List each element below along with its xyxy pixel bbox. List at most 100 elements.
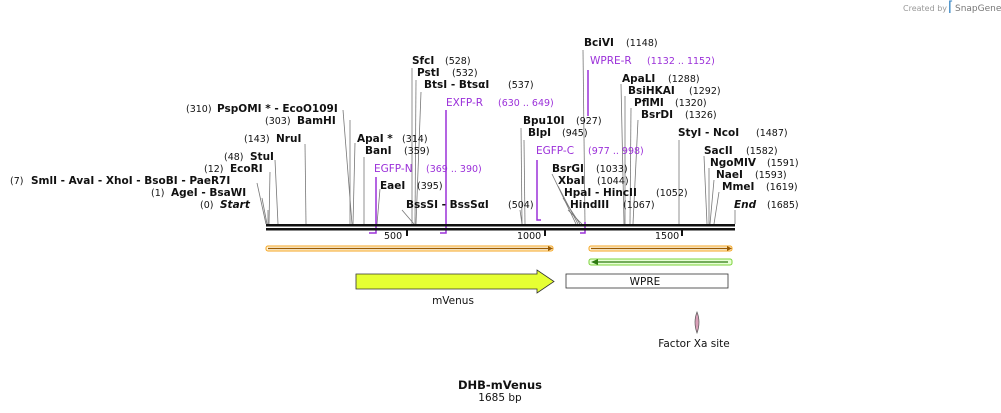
feature-label-wpre: WPRE <box>630 276 661 288</box>
sequence-start[interactable]: Start <box>220 199 251 211</box>
feature-label-factor-xa: Factor Xa site <box>658 338 729 350</box>
site-nrui-pos: (143) <box>244 134 270 145</box>
feature-factor-xa[interactable]: Factor Xa site <box>658 311 730 350</box>
site-eaei-pos: (395) <box>417 181 443 192</box>
site-bsrdi-pos: (1326) <box>685 110 717 121</box>
site-bsrgi-pos: (1033) <box>596 164 628 175</box>
site-psti[interactable]: PstI <box>417 67 440 79</box>
site-apai-pos: (314) <box>402 134 428 145</box>
site-smli-group[interactable]: SmlI - AvaI - XhoI - BsoBI - PaeR7I <box>31 175 230 187</box>
site-pspomi-pos: (310) <box>186 104 212 115</box>
sequence-backbone <box>266 224 735 231</box>
site-agei-bsawi[interactable]: AgeI - BsaWI <box>171 187 246 199</box>
site-sfci-pos: (528) <box>445 56 471 67</box>
orange-feature-tracks <box>265 245 733 252</box>
site-bpu10i-pos: (927) <box>576 116 602 127</box>
feature-mvenus[interactable]: mVenus <box>355 269 555 307</box>
sequence-end-pos: (1685) <box>767 200 799 211</box>
site-bsrdi[interactable]: BsrDI <box>641 109 673 121</box>
site-apai[interactable]: ApaI * <box>357 133 393 145</box>
site-stui-pos: (48) <box>224 152 244 163</box>
site-btsi-btsai-pos: (537) <box>508 80 534 91</box>
site-hpai-hincii[interactable]: HpaI - HincII <box>564 187 637 199</box>
site-pspomi-ecoo109i[interactable]: PspOMI * - EcoO109I <box>217 103 338 115</box>
site-bsihkai-pos: (1292) <box>689 86 721 97</box>
site-apali-pos: (1288) <box>668 74 700 85</box>
site-xbai-pos: (1044) <box>597 176 629 187</box>
site-psti-pos: (532) <box>452 68 478 79</box>
site-mmei[interactable]: MmeI <box>722 181 754 193</box>
site-apali[interactable]: ApaLI <box>622 73 655 85</box>
site-bani[interactable]: BanI <box>365 145 391 157</box>
site-bcivi[interactable]: BciVI <box>584 37 614 49</box>
credit-prefix: Created by <box>903 4 947 13</box>
primer-egfp-c[interactable]: EGFP-C <box>536 145 574 157</box>
site-btsi-btsai[interactable]: BtsI - BtsαI <box>424 79 489 91</box>
site-sacii-pos: (1582) <box>746 146 778 157</box>
primer-egfp-n[interactable]: EGFP-N <box>374 163 413 175</box>
primer-egfp-c-marker <box>536 160 541 221</box>
primer-exfp-r[interactable]: EXFP-R <box>446 97 483 109</box>
site-bamhi[interactable]: BamHI <box>297 115 336 127</box>
site-sacii[interactable]: SacII <box>704 145 733 157</box>
sequence-start-pos: (0) <box>200 200 213 211</box>
site-ecori[interactable]: EcoRI <box>230 163 263 175</box>
green-reverse-track <box>588 258 733 266</box>
site-bsssi-bsssai[interactable]: BssSI - BssSαI <box>406 199 489 211</box>
primer-wpre-r-pos: (1132 .. 1152) <box>647 56 715 67</box>
site-hindiii[interactable]: HindIII <box>570 199 609 211</box>
ruler-label-1500: 1500 <box>655 231 679 242</box>
site-stui[interactable]: StuI <box>250 151 274 163</box>
mvenus-arrow <box>355 269 555 294</box>
site-bani-pos: (359) <box>404 146 430 157</box>
primer-exfp-r-marker <box>440 110 447 234</box>
ruler-tick-1500 <box>681 230 683 236</box>
site-pflmi-pos: (1320) <box>675 98 707 109</box>
site-bamhi-pos: (303) <box>265 116 291 127</box>
ruler-label-1000: 1000 <box>517 231 541 242</box>
snapgene-logo-icon: ⌈ <box>948 0 953 15</box>
site-smli-pos: (7) <box>10 176 23 187</box>
site-ngomiv-pos: (1591) <box>767 158 799 169</box>
plasmid-length: 1685 bp <box>478 392 522 404</box>
site-leader-lines <box>256 49 736 225</box>
site-ngomiv[interactable]: NgoMIV <box>710 157 757 169</box>
site-blpi[interactable]: BlpI <box>528 127 551 139</box>
site-labels: BciVI (1148) WPRE-R (1132 .. 1152) SfcI … <box>10 37 799 211</box>
primer-wpre-r-tail <box>580 222 586 234</box>
site-bcivi-pos: (1148) <box>626 38 658 49</box>
site-nrui[interactable]: NruI <box>276 133 301 145</box>
credit-brand: SnapGene <box>955 4 1001 14</box>
site-styi-ncoi-pos: (1487) <box>756 128 788 139</box>
site-xbai[interactable]: XbaI <box>558 175 585 187</box>
primer-egfp-n-marker <box>369 177 377 234</box>
site-sfci[interactable]: SfcI <box>412 55 434 67</box>
site-bsssi-pos: (504) <box>508 200 534 211</box>
sequence-end[interactable]: End <box>734 199 757 211</box>
primer-egfp-n-pos: (369 .. 390) <box>426 164 482 175</box>
ruler: 500 1000 1500 <box>384 230 683 242</box>
site-pflmi[interactable]: PflMI <box>634 97 664 109</box>
primer-exfp-r-pos: (630 .. 649) <box>498 98 554 109</box>
site-eaei[interactable]: EaeI <box>380 180 405 192</box>
ruler-tick-1000 <box>544 230 546 236</box>
site-hpai-pos: (1052) <box>656 188 688 199</box>
site-bsrgi[interactable]: BsrGI <box>552 163 584 175</box>
site-mmei-pos: (1619) <box>766 182 798 193</box>
site-bpu10i[interactable]: Bpu10I <box>523 115 565 127</box>
wpre-box <box>565 273 729 289</box>
primer-wpre-r[interactable]: WPRE-R <box>590 55 632 67</box>
primer-markers <box>369 70 589 234</box>
site-ecori-pos: (12) <box>204 164 224 175</box>
site-blpi-pos: (945) <box>562 128 588 139</box>
site-naei[interactable]: NaeI <box>716 169 743 181</box>
feature-wpre[interactable]: WPRE <box>565 273 729 289</box>
site-styi-ncoi[interactable]: StyI - NcoI <box>678 127 739 139</box>
site-agei-pos: (1) <box>151 188 164 199</box>
site-hindiii-pos: (1067) <box>623 200 655 211</box>
site-bsihkai[interactable]: BsiHKAI <box>628 85 675 97</box>
ruler-label-500: 500 <box>384 231 402 242</box>
plasmid-name: DHB-mVenus <box>458 378 542 392</box>
primer-egfp-c-pos: (977 .. 998) <box>588 146 644 157</box>
